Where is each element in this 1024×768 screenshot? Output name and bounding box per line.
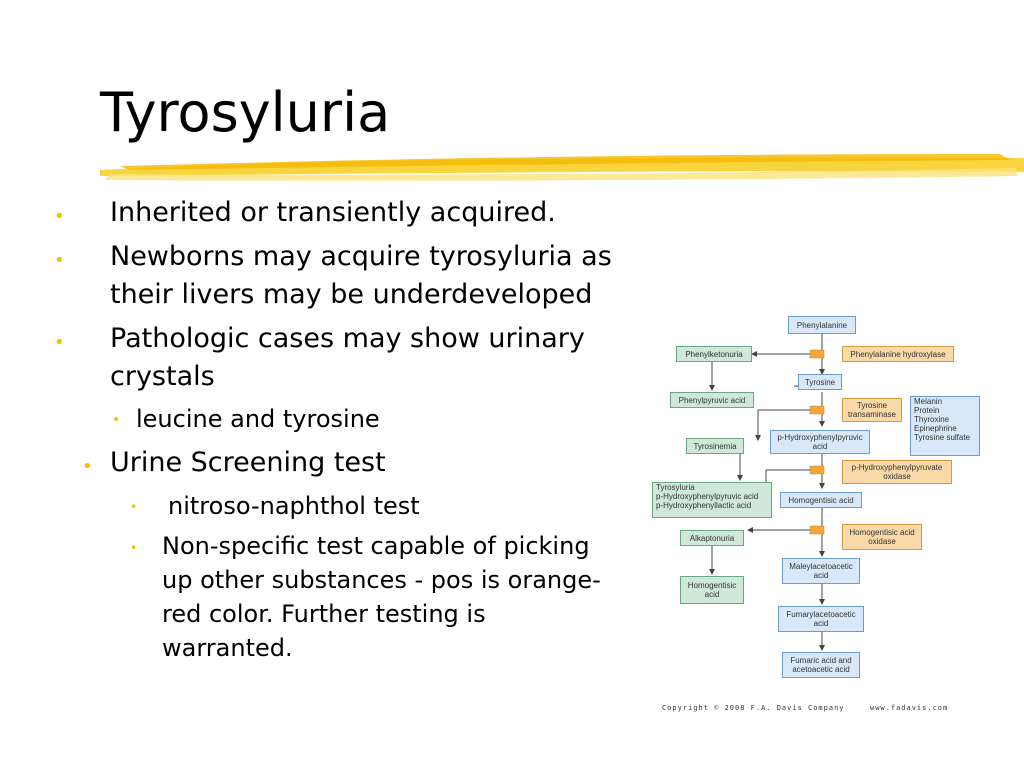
sub-bullet-marker: • (112, 412, 121, 428)
node-homogentisic-acid-oxidase: Homogentisic acid oxidase (842, 524, 922, 550)
metabolic-pathway-diagram: Phenylalanine Phenylketonuria Phenylalan… (640, 312, 980, 712)
bullet-text-pathologic-2: crystals (110, 361, 215, 392)
sub-bullet-nonspecific-2: up other substances - pos is orange- (162, 566, 601, 594)
sub-bullet-nonspecific-1: Non-specific test capable of picking (162, 532, 590, 560)
bullet-text-newborns-2: their livers may be underdeveloped (110, 279, 593, 310)
bullet-marker: • (54, 206, 65, 227)
title-underline-brush (100, 154, 1024, 181)
node-tyrosinemia: Tyrosinemia (686, 438, 744, 454)
node-homogentisic-acid-urine: Homogentisic acid (680, 576, 744, 604)
bullet-text-pathologic-1: Pathologic cases may show urinary (110, 323, 585, 354)
node-alkaptonuria: Alkaptonuria (680, 530, 744, 546)
node-fumarylacetoacetic-acid: Fumarylacetoacetic acid (778, 606, 864, 632)
sub-bullet-marker: • (130, 500, 138, 514)
sub-bullet-marker: • (130, 541, 138, 555)
bullet-marker: • (82, 456, 93, 477)
bullet-text-screening: Urine Screening test (110, 447, 386, 478)
node-hydroxyphenylpyruvate-oxidase: p-Hydroxyphenylpyruvate oxidase (842, 460, 952, 484)
tyrosyluria-hpp-acid: p-Hydroxyphenylpyruvic acid (656, 492, 759, 501)
product-epinephrine: Epinephrine (914, 424, 957, 433)
node-tyrosine-products: Melanin Protein Thyroxine Epinephrine Ty… (910, 396, 980, 456)
pathway-arrows (709, 334, 825, 651)
sub-bullet-nitroso: nitroso-naphthol test (168, 492, 420, 520)
bullet-marker: • (54, 250, 65, 271)
node-hydroxyphenylpyruvic-acid: p-Hydroxyphenylpyruvic acid (770, 430, 870, 454)
slide-title: Tyrosyluria (100, 81, 391, 144)
product-protein: Protein (914, 406, 940, 415)
product-thyroxine: Thyroxine (914, 415, 950, 424)
product-melanin: Melanin (914, 397, 943, 406)
node-fumaric-acetoacetic-acid: Fumaric acid and acetoacetic acid (782, 652, 860, 678)
node-tyrosine-transaminase: Tyrosine transaminase (842, 398, 902, 422)
node-phenylalanine: Phenylalanine (788, 316, 856, 334)
node-phenylpyruvic-acid: Phenylpyruvic acid (670, 392, 754, 408)
publisher-website: www.fadavis.com (870, 704, 949, 712)
bullet-text-inherited: Inherited or transiently acquired. (110, 197, 556, 228)
tyrosyluria-hpl-acid: p-Hydroxyphenyllactic acid (656, 501, 752, 510)
node-maleylacetoacetic-acid: Maleylacetoacetic acid (782, 558, 860, 584)
product-tyrosine-sulfate: Tyrosine sulfate (914, 433, 971, 442)
node-phenylalanine-hydroxylase: Phenylalanine hydroxylase (842, 346, 954, 362)
bullet-marker: • (54, 332, 65, 353)
sub-bullet-nonspecific-4: warranted. (162, 634, 293, 662)
sub-bullet-nonspecific-3: red color. Further testing is (162, 600, 486, 628)
node-homogentisic-acid: Homogentisic acid (780, 492, 862, 508)
node-tyrosyluria: Tyrosyluria p-Hydroxyphenylpyruvic acid … (652, 482, 772, 518)
sub-bullet-leucine: leucine and tyrosine (136, 405, 380, 433)
copyright-notice: Copyright © 2008 F.A. Davis Company (662, 704, 845, 712)
tyrosyluria-label: Tyrosyluria (656, 483, 695, 492)
node-tyrosine: Tyrosine (798, 374, 842, 390)
node-phenylketonuria: Phenylketonuria (676, 346, 752, 362)
bullet-text-newborns-1: Newborns may acquire tyrosyluria as (110, 241, 612, 272)
